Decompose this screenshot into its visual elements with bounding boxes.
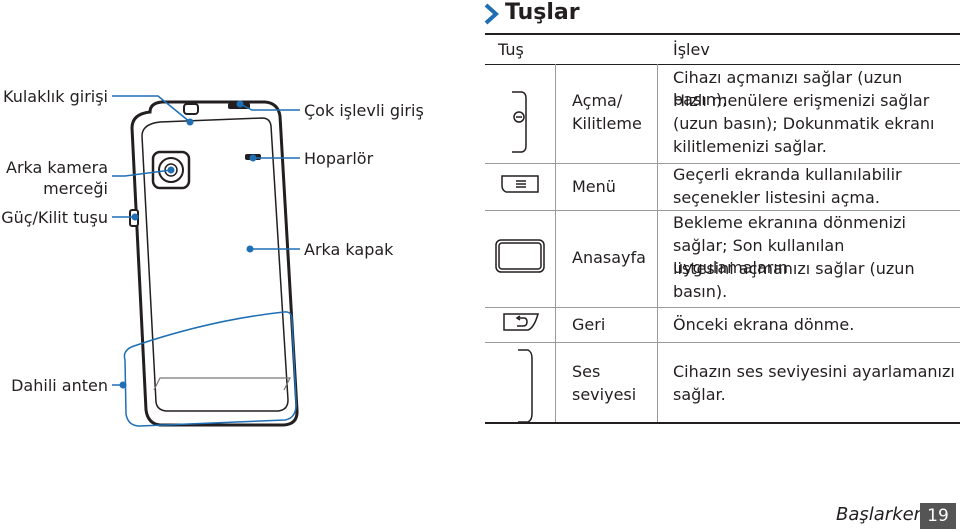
footer-chapter: Başlarken	[836, 504, 926, 525]
label-power-key: Güç/Kilit tuşu	[1, 208, 108, 227]
key-name-volume-line2: seviyesi	[572, 385, 637, 404]
label-rear-camera-line1: Arka kamera	[6, 158, 108, 177]
table-header-rule	[485, 64, 960, 65]
menu-key-icon	[501, 175, 539, 193]
key-name-power-lock-line2: Kilitleme	[572, 114, 642, 133]
key-desc-back: Önceki ekrana dönme.	[673, 315, 855, 334]
chevron-right-icon	[484, 3, 499, 25]
key-desc-home-line4: basın).	[673, 282, 728, 301]
label-multifunction-jack: Çok işlevli giriş	[304, 101, 424, 120]
table-header-key: Tuş	[498, 40, 524, 59]
label-speaker: Hoparlör	[304, 149, 374, 168]
phone-back-illustration	[112, 95, 300, 427]
power-lock-key-icon	[512, 91, 527, 153]
key-name-menu: Menü	[572, 177, 616, 196]
table-header-function: İşlev	[673, 40, 710, 59]
home-key-icon	[495, 239, 545, 273]
key-desc-volume-line2: sağlar.	[673, 385, 726, 404]
table-bottom-rule	[485, 422, 960, 424]
table-top-rule	[485, 33, 960, 35]
key-desc-power-lock-line2: Hızlı menülere erişmenizi sağlar	[673, 91, 930, 110]
label-headphone-jack: Kulaklık girişi	[3, 87, 108, 106]
label-rear-camera-line2: merceği	[43, 179, 108, 198]
key-desc-home-line3: listesini açmanızı sağlar (uzun	[673, 259, 915, 278]
key-desc-home-line2: sağlar; Son kullanılan uygulamaların	[673, 236, 845, 277]
back-key-icon	[503, 313, 539, 331]
key-desc-menu-line1: Geçerli ekranda kullanılabilir	[673, 165, 902, 184]
label-back-cover: Arka kapak	[304, 240, 394, 259]
label-internal-antenna: Dahili anten	[11, 376, 108, 395]
key-desc-volume-line1: Cihazın ses seviyesini ayarlamanızı	[673, 362, 955, 381]
key-name-home: Anasayfa	[572, 248, 646, 267]
page-number: 19	[920, 503, 956, 529]
key-name-back: Geri	[572, 315, 606, 334]
key-desc-power-lock-line4: kilitlemenizi sağlar.	[673, 137, 827, 156]
section-title: Tuşlar	[505, 0, 580, 25]
key-desc-home-line1: Bekleme ekranına dönmenizi	[673, 213, 906, 232]
key-icons-column	[495, 91, 545, 422]
volume-key-icon	[518, 349, 533, 422]
antenna-area-outline	[123, 311, 297, 427]
key-name-power-lock-line1: Açma/	[572, 91, 623, 110]
key-desc-power-lock-line1: Cihazı açmanızı sağlar (uzun basın);	[673, 68, 903, 109]
key-desc-power-lock-line3: (uzun basın); Dokunmatik ekranı	[673, 114, 935, 133]
key-name-volume-line1: Ses	[572, 362, 601, 381]
key-desc-menu-line2: seçenekler listesini açma.	[673, 188, 880, 207]
